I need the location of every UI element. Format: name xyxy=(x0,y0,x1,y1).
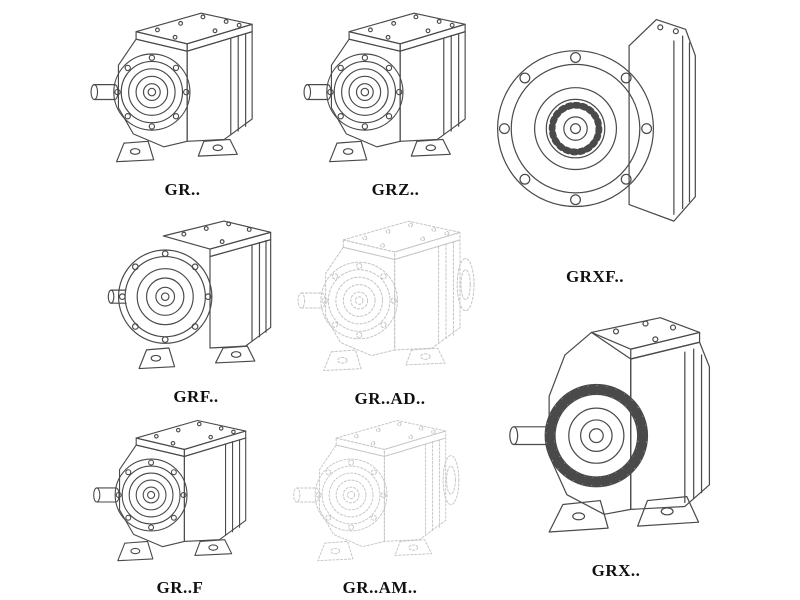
gearbox-label-gram: GR..AM.. xyxy=(342,578,418,598)
gearbox-figure-grz: GRZ.. xyxy=(298,2,493,200)
gearbox-drawing-grx xyxy=(498,298,734,559)
gearbox-figure-grxf: GRXF.. xyxy=(483,2,707,287)
gearbox-drawing-gram xyxy=(288,410,472,576)
gearbox-drawing-grz xyxy=(298,2,493,178)
gearbox-drawing-grff xyxy=(88,410,272,576)
gearbox-drawing-gr xyxy=(85,2,280,178)
gearbox-figure-grff: GR..F xyxy=(88,410,272,598)
gearbox-figure-gram: GR..AM.. xyxy=(288,410,472,598)
gearbox-label-grff: GR..F xyxy=(156,578,204,598)
gearbox-drawing-grxf xyxy=(483,2,707,265)
gearbox-figure-gr: GR.. xyxy=(85,2,280,200)
gearbox-figure-grx: GRX.. xyxy=(498,298,734,581)
gearbox-drawing-grf xyxy=(98,208,294,385)
gearbox-label-grz: GRZ.. xyxy=(371,180,420,200)
gearbox-drawing-grad xyxy=(292,210,488,387)
gearbox-label-gr: GR.. xyxy=(164,180,201,200)
gearbox-label-grad: GR..AD.. xyxy=(354,389,426,409)
gearbox-label-grxf: GRXF.. xyxy=(565,266,625,286)
gearbox-label-grx: GRX.. xyxy=(591,560,641,580)
gearbox-label-grf: GRF.. xyxy=(173,387,219,407)
gearbox-figure-grad: GR..AD.. xyxy=(292,210,488,409)
gearbox-figure-grf: GRF.. xyxy=(98,208,294,407)
